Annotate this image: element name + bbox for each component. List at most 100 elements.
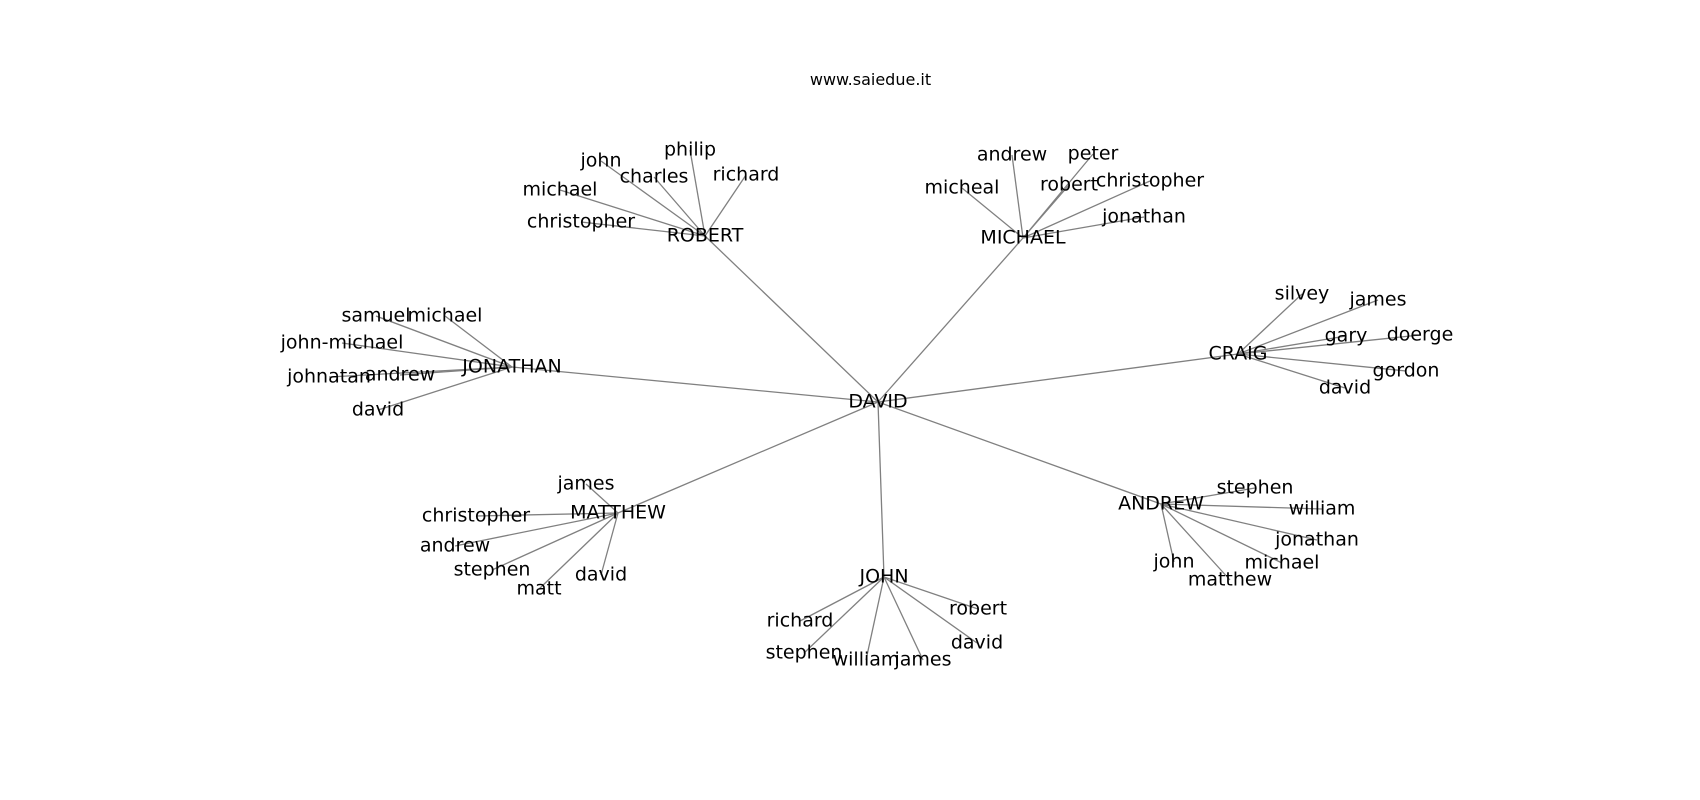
edge-craig-david <box>1237 353 1346 389</box>
hub-node-john: JOHN <box>858 566 908 588</box>
hub-node-michael: MICHAEL <box>980 227 1066 249</box>
edge-layer <box>328 149 1421 661</box>
watermark-title: www.saiedue.it <box>809 70 932 89</box>
edge-jonathan-john-michael <box>341 342 513 368</box>
leaf-node-john-david: david <box>951 632 1003 654</box>
edge-john-robert <box>883 576 979 610</box>
edge-craig-silvey <box>1237 293 1303 355</box>
edge-craig-gordon <box>1237 353 1407 372</box>
edge-michael-christopher <box>1022 180 1151 239</box>
edge-jonathan-andrew <box>399 366 513 376</box>
edge-jonathan-david <box>377 366 513 411</box>
edge-robert-charles <box>653 176 706 237</box>
leaf-node-john-stephen: stephen <box>766 642 843 664</box>
leaf-node-andrew-stephen: stephen <box>1217 477 1294 499</box>
leaf-node-craig-gordon: gordon <box>1373 360 1440 382</box>
label-layer: john philip charles richard michael christoph… <box>280 139 1454 671</box>
leaf-node-john-richard: richard <box>767 610 834 632</box>
edge-john-david <box>883 576 978 644</box>
leaf-node-robert-michael: michael <box>523 179 598 201</box>
edge-root-andrew <box>877 401 1162 505</box>
edge-andrew-william <box>1160 503 1323 510</box>
leaf-node-jonathan-andrew: andrew <box>365 364 435 386</box>
edge-robert-philip <box>689 149 706 237</box>
edge-matthew-andrew <box>454 512 619 547</box>
leaf-node-matthew-stephen: stephen <box>454 559 531 581</box>
edge-andrew-stephen <box>1160 487 1256 505</box>
edge-root-craig <box>877 353 1239 403</box>
edge-andrew-jonathan <box>1160 503 1318 541</box>
edge-john-richard <box>799 576 885 622</box>
leaf-node-michael-christopher: christopher <box>1096 170 1204 192</box>
leaf-node-andrew-william: william <box>1289 498 1356 520</box>
edge-matthew-david <box>600 512 619 576</box>
leaf-node-robert-charles: charles <box>620 166 689 188</box>
edge-matthew-james <box>585 483 619 514</box>
leaf-node-michael-robert: robert <box>1040 174 1098 196</box>
hub-node-jonathan: JONATHAN <box>461 356 561 378</box>
edge-john-william <box>865 576 885 661</box>
edge-root-michael <box>877 237 1024 403</box>
edge-root-jonathan <box>511 366 879 403</box>
leaf-node-jonathan-john-michael: john-michael <box>280 332 404 354</box>
edge-john-james <box>883 576 924 661</box>
hub-node-andrew: ANDREW <box>1118 493 1204 515</box>
leaf-node-jonathan-michael: michael <box>408 305 483 327</box>
leaf-node-andrew-jonathan: jonathan <box>1274 529 1359 551</box>
root-node-david: DAVID <box>848 391 907 413</box>
leaf-node-jonathan-johnatan: johnatan <box>286 366 371 388</box>
leaf-node-john-william: william <box>833 649 900 671</box>
leaf-node-john-robert: robert <box>949 598 1007 620</box>
edge-jonathan-michael <box>444 315 513 368</box>
edge-andrew-john <box>1160 503 1175 563</box>
edge-robert-richard <box>704 174 747 237</box>
edge-matthew-matt <box>538 512 619 590</box>
edge-michael-jonathan <box>1022 216 1145 239</box>
edge-matthew-christopher <box>475 512 619 517</box>
hub-node-matthew: MATTHEW <box>570 502 666 524</box>
leaf-node-john-james: james <box>893 649 951 671</box>
leaf-node-craig-james: james <box>1348 289 1406 311</box>
leaf-node-craig-david: david <box>1319 377 1371 399</box>
edge-matthew-stephen <box>491 512 619 571</box>
leaf-node-robert-john: john <box>580 150 622 172</box>
edge-john-stephen <box>803 576 885 654</box>
leaf-node-jonathan-samuel: samuel <box>341 305 410 327</box>
edge-robert-christopher <box>580 221 706 237</box>
leaf-node-robert-christopher: christopher <box>527 211 635 233</box>
leaf-node-andrew-michael: michael <box>1245 552 1320 574</box>
leaf-node-matthew-david: david <box>575 564 627 586</box>
edge-michael-robert <box>1022 184 1070 239</box>
edge-michael-micheal <box>961 187 1024 239</box>
edge-craig-gary <box>1237 335 1347 355</box>
leaf-node-matthew-james: james <box>556 473 614 495</box>
leaf-node-craig-doerge: doerge <box>1387 324 1454 346</box>
leaf-node-craig-silvey: silvey <box>1275 283 1330 305</box>
leaf-node-andrew-john: john <box>1153 551 1195 573</box>
leaf-node-matthew-andrew: andrew <box>420 535 490 557</box>
edge-root-robert <box>704 235 879 403</box>
edge-robert-michael <box>559 189 706 237</box>
leaf-node-michael-peter: peter <box>1068 143 1119 165</box>
leaf-node-matthew-christopher: christopher <box>422 505 530 527</box>
leaf-node-andrew-matthew: matthew <box>1188 569 1272 591</box>
hub-node-craig: CRAIG <box>1208 343 1267 365</box>
edge-michael-andrew <box>1011 154 1024 239</box>
leaf-node-michael-micheal: micheal <box>925 177 1000 199</box>
leaf-node-matthew-matt: matt <box>516 578 561 600</box>
edge-craig-james <box>1237 299 1379 355</box>
leaf-node-michael-andrew: andrew <box>977 144 1047 166</box>
edge-root-matthew <box>617 401 879 514</box>
edge-andrew-michael <box>1160 503 1283 564</box>
leaf-node-michael-jonathan: jonathan <box>1101 206 1186 228</box>
leaf-node-jonathan-david: david <box>352 399 404 421</box>
edge-robert-john <box>600 160 706 237</box>
edge-jonathan-samuel <box>375 315 513 368</box>
hub-node-robert: ROBERT <box>667 225 744 247</box>
leaf-node-robert-richard: richard <box>713 164 780 186</box>
edge-craig-doerge <box>1237 334 1421 355</box>
leaf-node-craig-gary: gary <box>1325 325 1368 347</box>
edge-andrew-matthew <box>1160 503 1231 581</box>
leaf-node-robert-philip: philip <box>664 139 716 161</box>
